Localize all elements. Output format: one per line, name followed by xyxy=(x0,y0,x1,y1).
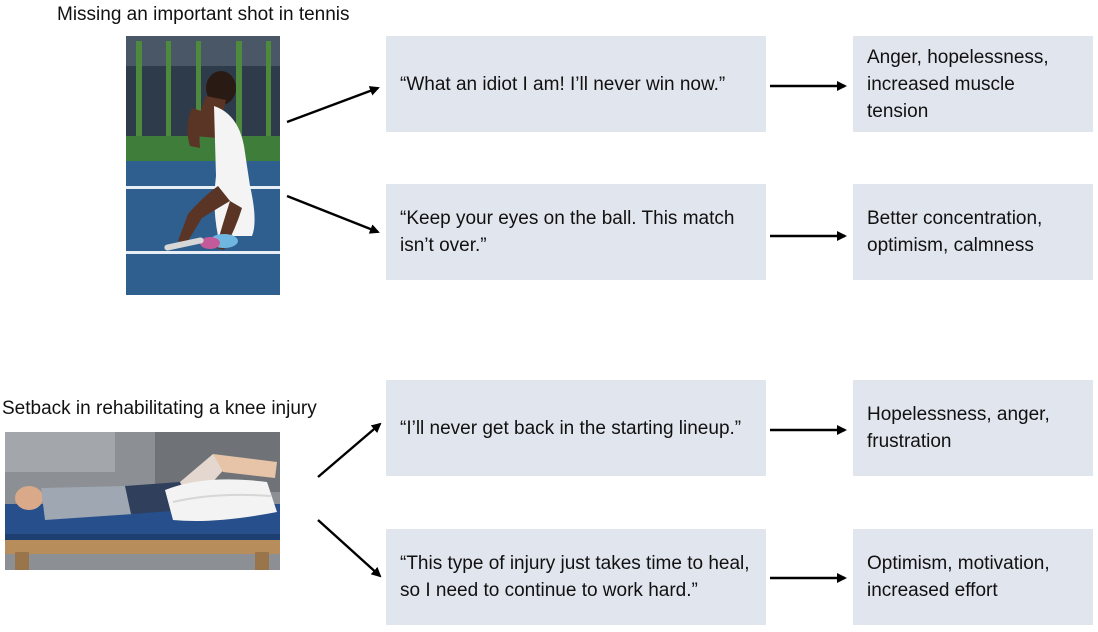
tennis-player-image xyxy=(126,36,280,295)
outcome-text-2: Better concentration, optimism, calmness xyxy=(867,208,1043,256)
knee-rehab-photo xyxy=(5,432,280,570)
arrow-photo1-to-thought1 xyxy=(286,86,380,124)
thought-text-1: “What an idiot I am! I’ll never win now.… xyxy=(400,73,726,95)
outcome-text-3: Hopelessness, anger, frustration xyxy=(867,404,1050,452)
outcome-text-4: Optimism, motivation, increased effort xyxy=(867,553,1050,601)
outcome-box-1: Anger, hopelessness, increased muscle te… xyxy=(853,36,1093,132)
outcome-text-1: Anger, hopelessness, increased muscle te… xyxy=(867,46,1049,122)
scenario-1-caption: Missing an important shot in tennis xyxy=(57,4,350,25)
knee-rehab-image xyxy=(5,432,280,570)
thought-text-4: “This type of injury just takes time to … xyxy=(400,553,750,601)
outcome-box-3: Hopelessness, anger, frustration xyxy=(853,380,1093,476)
arrow-photo1-to-thought2 xyxy=(286,194,380,234)
thought-box-1: “What an idiot I am! I’ll never win now.… xyxy=(386,36,766,132)
outcome-box-2: Better concentration, optimism, calmness xyxy=(853,184,1093,280)
thought-box-4: “This type of injury just takes time to … xyxy=(386,529,766,625)
outcome-box-4: Optimism, motivation, increased effort xyxy=(853,529,1093,625)
thought-text-3: “I’ll never get back in the starting lin… xyxy=(400,417,742,439)
thought-box-3: “I’ll never get back in the starting lin… xyxy=(386,380,766,476)
arrow-photo2-to-thought3 xyxy=(317,422,382,478)
arrow-photo2-to-thought4 xyxy=(317,519,382,578)
tennis-player-photo xyxy=(126,36,280,295)
scenario-2-caption: Setback in rehabilitating a knee injury xyxy=(2,398,317,419)
thought-text-2: “Keep your eyes on the ball. This match … xyxy=(400,208,735,256)
thought-box-2: “Keep your eyes on the ball. This match … xyxy=(386,184,766,280)
